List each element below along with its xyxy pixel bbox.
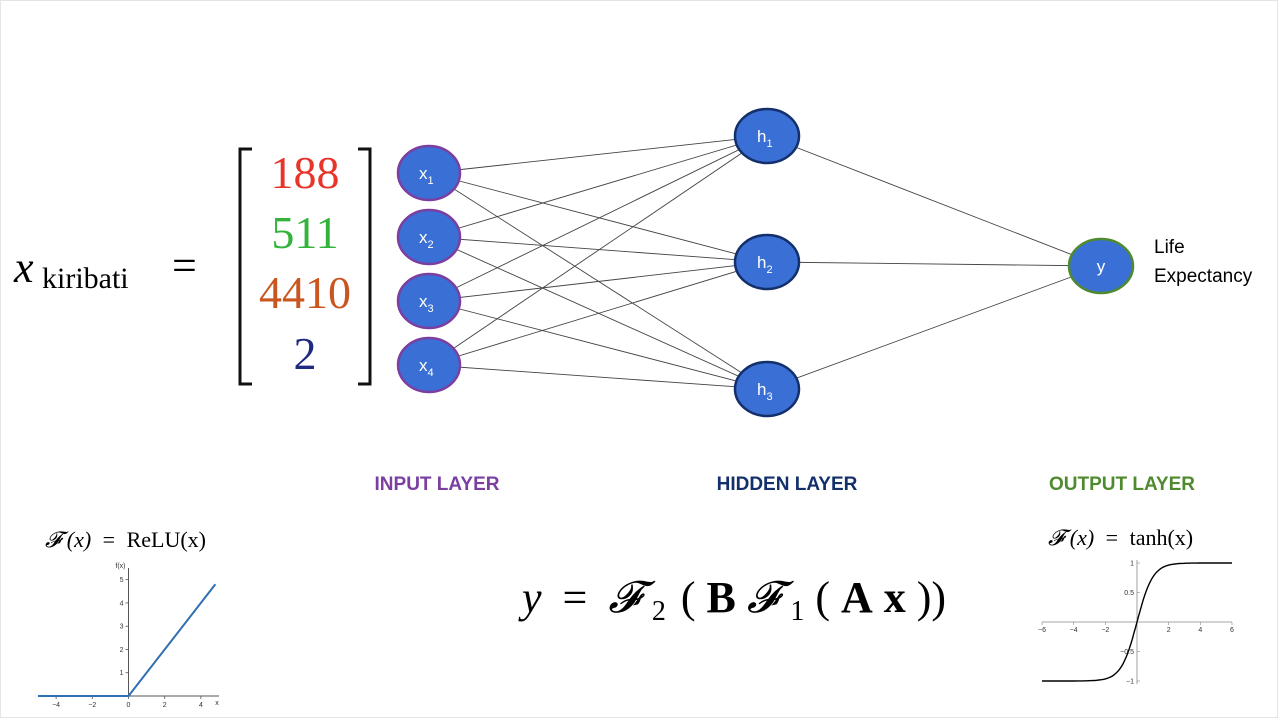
vector-value: 2	[294, 328, 317, 379]
left-bracket	[238, 147, 252, 386]
relu-axes: −4 −2 0 2 4 1 2 3 4 5 f(x) x	[38, 563, 219, 709]
relu-y-tick: 4	[120, 600, 124, 607]
tanh-title: 𝓕 (x) = tanh(x)	[1048, 525, 1193, 550]
vector-equals: =	[172, 241, 197, 290]
vector-value: 188	[271, 147, 340, 198]
tanh-x-tick: 6	[1230, 627, 1234, 634]
tanh-curve	[1042, 562, 1232, 682]
network-nodes: x1 x2 x3 x4 h1 h2 h3 y	[396, 107, 1135, 418]
network-formula: y = 𝓕 2 ( B 𝓕 1 ( A x ))	[518, 573, 946, 630]
tanh-y-tick: 1	[1130, 561, 1134, 568]
edge-input-hidden	[428, 236, 768, 390]
output-label-line2: Expectancy	[1154, 266, 1253, 287]
hidden-node: h3	[733, 360, 801, 418]
edge-input-hidden	[428, 172, 768, 390]
edge-hidden-output	[766, 135, 1102, 267]
node-circle	[396, 144, 462, 202]
edge-input-hidden	[428, 261, 768, 302]
edge-hidden-output	[766, 261, 1102, 267]
vector-values: 188 511 4410 2	[259, 147, 351, 379]
node-circle	[733, 233, 801, 291]
hidden-node: h2	[733, 233, 801, 291]
edge-hidden-output	[766, 265, 1102, 390]
node-circle	[396, 272, 462, 330]
edge-input-hidden	[428, 172, 768, 263]
tanh-x-tick: −2	[1101, 627, 1109, 634]
relu-x-tick: 0	[127, 702, 131, 709]
formula-text: y = 𝓕 2 ( B 𝓕 1 ( A x ))	[518, 573, 946, 630]
relu-x-tick: −2	[88, 702, 96, 709]
node-circle	[396, 336, 462, 394]
relu-y-label: f(x)	[115, 563, 125, 570]
node-label: h3	[757, 380, 773, 403]
input-node: x1	[396, 144, 462, 202]
node-circle	[1067, 237, 1135, 295]
tanh-chart: 𝓕 (x) = tanh(x) −6 −4 −2 2 4 6 1 0.5 −0.5 −1	[1038, 525, 1234, 686]
hidden-layer-label: HIDDEN LAYER	[717, 474, 858, 495]
node-label: h2	[757, 253, 773, 276]
tanh-y-tick: −0.5	[1120, 649, 1134, 656]
vector-value: 4410	[259, 267, 351, 318]
tanh-axes: −6 −4 −2 2 4 6 1 0.5 −0.5 −1	[1038, 560, 1234, 686]
edge-input-hidden	[428, 364, 768, 390]
node-circle	[733, 107, 801, 165]
relu-y-tick: 3	[120, 624, 124, 631]
tanh-x-tick: 2	[1167, 627, 1171, 634]
relu-x-label: x	[215, 700, 219, 707]
edge-input-hidden	[428, 135, 768, 302]
relu-y-tick: 2	[120, 647, 124, 654]
input-node: x3	[396, 272, 462, 330]
tanh-x-tick: 4	[1198, 627, 1202, 634]
relu-curve	[38, 583, 217, 697]
node-label: x1	[419, 164, 434, 187]
relu-title: 𝓕 (x) = ReLU(x)	[45, 527, 206, 552]
node-label: y	[1097, 257, 1106, 276]
edge-input-hidden	[428, 135, 768, 238]
relu-y-tick: 5	[120, 577, 124, 584]
edge-input-hidden	[428, 236, 768, 263]
vector-expression: x kiribati = 188 511 4410 2	[13, 147, 372, 386]
node-label: h1	[757, 127, 773, 150]
relu-chart: 𝓕 (x) = ReLU(x) −4 −2 0 2 4 1 2 3 4 5 f(x) x	[38, 527, 219, 709]
node-label: x2	[419, 228, 434, 251]
node-label: x4	[419, 356, 434, 379]
edge-input-hidden	[428, 261, 768, 366]
node-circle	[733, 360, 801, 418]
edge-input-hidden	[428, 135, 768, 174]
hidden-node: h1	[733, 107, 801, 165]
input-layer-label: INPUT LAYER	[375, 474, 500, 495]
right-bracket	[358, 147, 372, 386]
output-label-line1: Life	[1154, 237, 1185, 258]
tanh-y-tick: 0.5	[1124, 590, 1134, 597]
node-circle	[396, 208, 462, 266]
edge-input-hidden	[428, 135, 768, 366]
vector-subscript: kiribati	[42, 262, 129, 295]
tanh-y-tick: −1	[1126, 679, 1134, 686]
tanh-x-tick: −4	[1070, 627, 1078, 634]
relu-x-tick: 4	[199, 702, 203, 709]
vector-value: 511	[271, 207, 338, 258]
vector-name: x	[13, 243, 34, 292]
input-node: x4	[396, 336, 462, 394]
network-edges	[428, 135, 1102, 390]
node-label: x3	[419, 292, 434, 315]
output-layer-label: OUTPUT LAYER	[1049, 474, 1195, 495]
output-node: y	[1067, 237, 1135, 295]
input-node: x2	[396, 208, 462, 266]
relu-x-tick: −4	[52, 702, 60, 709]
tanh-x-tick: −6	[1038, 627, 1046, 634]
relu-y-tick: 1	[120, 670, 124, 677]
edge-input-hidden	[428, 300, 768, 390]
relu-x-tick: 2	[163, 702, 167, 709]
